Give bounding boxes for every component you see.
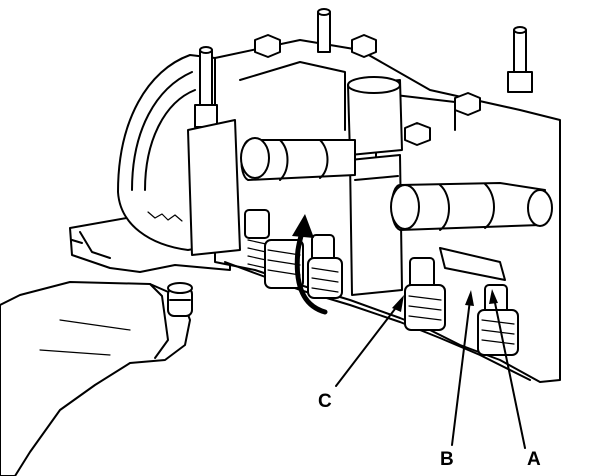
callout-a: A bbox=[527, 449, 541, 470]
rotation-arrow bbox=[292, 214, 328, 315]
cover-bolt bbox=[167, 282, 193, 317]
callout-c: C bbox=[318, 391, 332, 412]
leader-line-a bbox=[489, 289, 526, 449]
callout-b: B bbox=[440, 449, 454, 470]
leader-line-b bbox=[451, 290, 474, 446]
valve-springs-right bbox=[404, 247, 519, 356]
head-studs bbox=[194, 8, 533, 128]
camshaft-upper bbox=[240, 137, 356, 181]
camshaft-lower bbox=[390, 182, 553, 231]
cam-holders bbox=[187, 76, 403, 296]
valve-springs-left bbox=[244, 209, 343, 299]
lower-cover bbox=[0, 281, 191, 476]
leader-line-c bbox=[335, 295, 404, 387]
